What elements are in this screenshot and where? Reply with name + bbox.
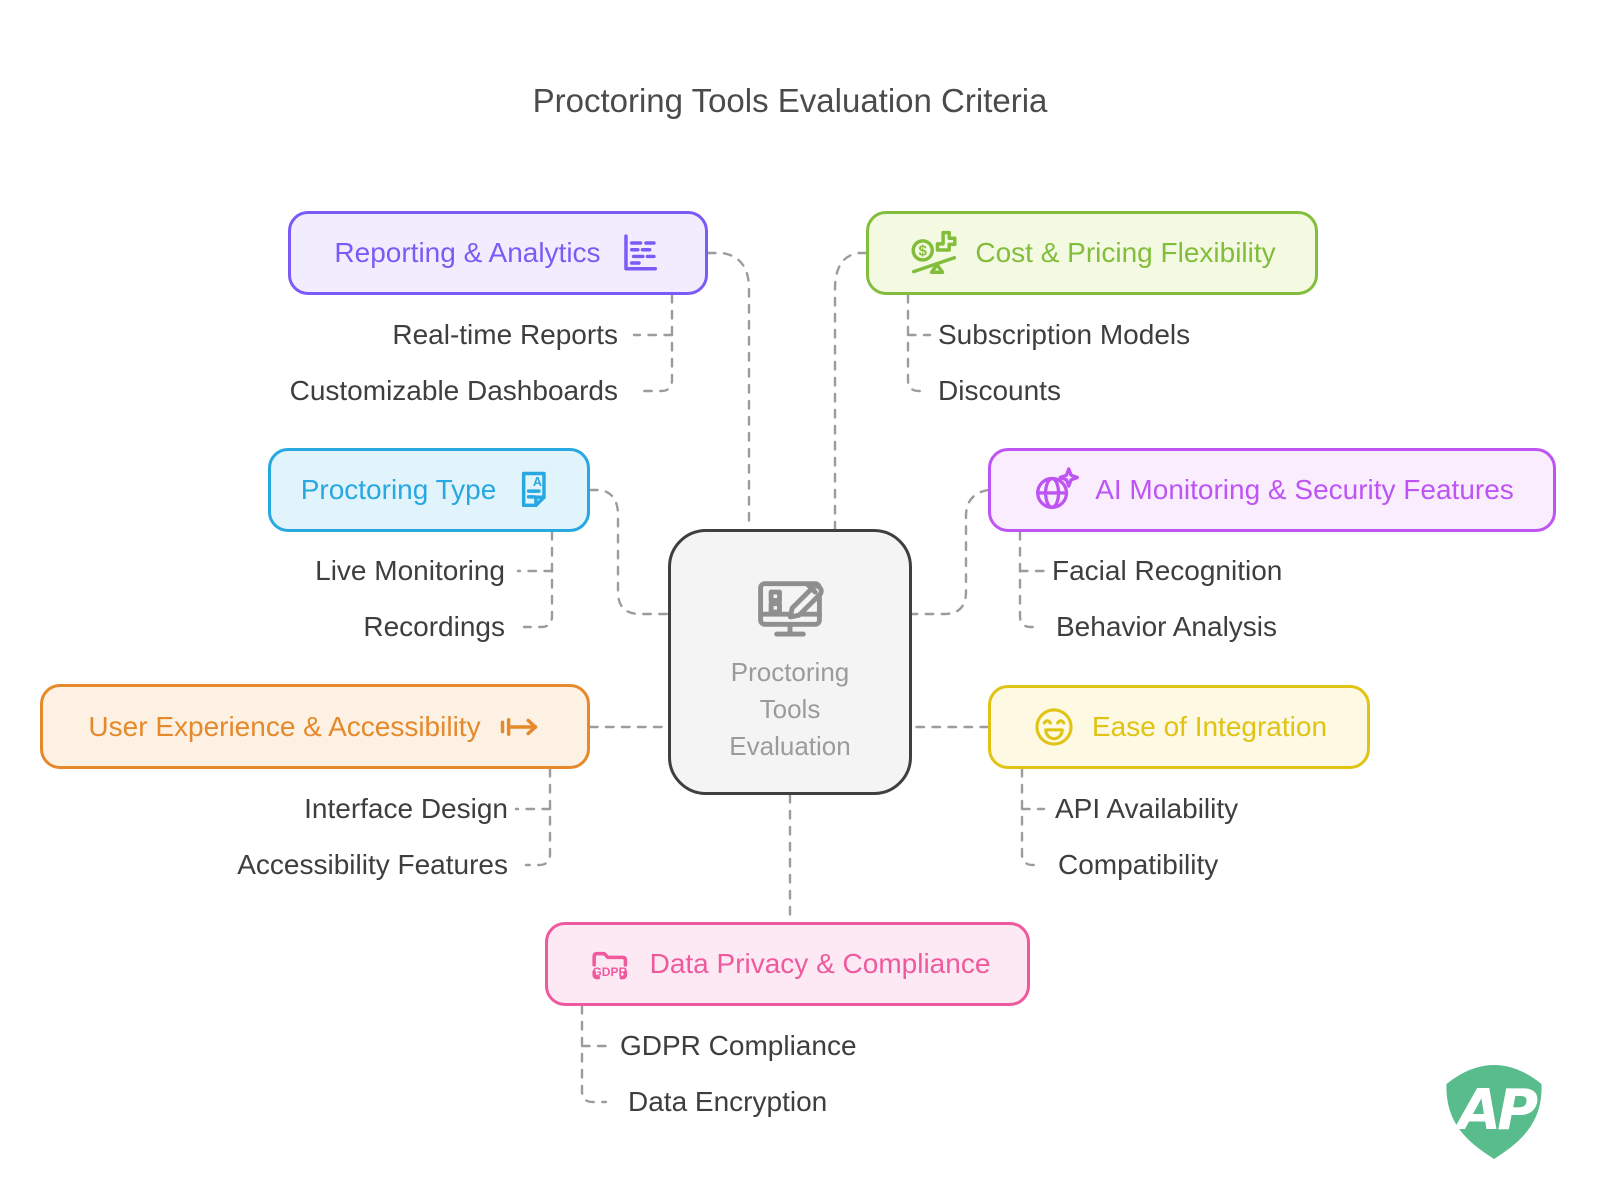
document-a-icon: A [511,467,557,513]
svg-text:GDPR: GDPR [592,965,627,979]
child-label: Behavior Analysis [1056,611,1278,642]
svg-text:A: A [533,475,542,489]
brand-logo: AP [1433,1054,1555,1169]
branch-node-ai-monitoring: AI Monitoring & Security Features [988,448,1556,532]
branch-node-proctoring-type: Proctoring Type A [268,448,590,532]
child-label: GDPR Compliance [620,1030,857,1061]
gdpr-folder-icon: GDPR [585,939,635,989]
globe-sparkle-icon [1030,465,1080,515]
branch-label: Reporting & Analytics [334,237,601,268]
shield-icon [1446,1065,1542,1159]
child-label: Data Encryption [628,1086,828,1117]
central-node: Proctoring Tools Evaluation [668,529,912,795]
central-label: Proctoring Tools Evaluation [729,657,851,761]
branch-label: Data Privacy & Compliance [649,948,991,979]
page-title: Proctoring Tools Evaluation Criteria [532,82,1048,119]
child-label: Customizable Dashboards [289,375,618,406]
branch-label: AI Monitoring & Security Features [1095,474,1514,505]
child-label: Discounts [938,375,1061,406]
child-label: Compatibility [1058,849,1219,880]
child-label: Interface Design [304,793,508,824]
report-list-icon [616,230,662,276]
child-label: Live Monitoring [315,555,505,586]
branch-label: User Experience & Accessibility [88,710,481,742]
smiley-icon [1031,704,1077,750]
branch-node-cost-pricing: $ Cost & Pricing Flexibility [866,211,1318,295]
branch-node-ease-of-integration: Ease of Integration [988,685,1370,769]
branch-node-data-privacy: GDPR Data Privacy & Compliance [545,922,1030,1006]
child-label: Recordings [363,611,505,642]
child-label: Accessibility Features [237,849,508,880]
branch-node-reporting-analytics: Reporting & Analytics [288,211,708,295]
branch-label: Cost & Pricing Flexibility [975,237,1276,268]
branch-label: Ease of Integration [1091,711,1328,742]
child-label: Real-time Reports [392,319,618,350]
child-label: Subscription Models [938,319,1191,350]
monitor-edit-icon [748,562,832,646]
logo-letters: AP [1454,1078,1538,1143]
svg-text:$: $ [919,243,928,260]
price-scale-icon: $ [908,227,960,279]
branch-label: Proctoring Type [300,474,497,505]
arrow-bar-icon [496,704,542,750]
branch-node-user-experience: User Experience & Accessibility [40,684,590,769]
child-label: Facial Recognition [1052,555,1283,586]
child-label: API Availability [1055,793,1239,824]
